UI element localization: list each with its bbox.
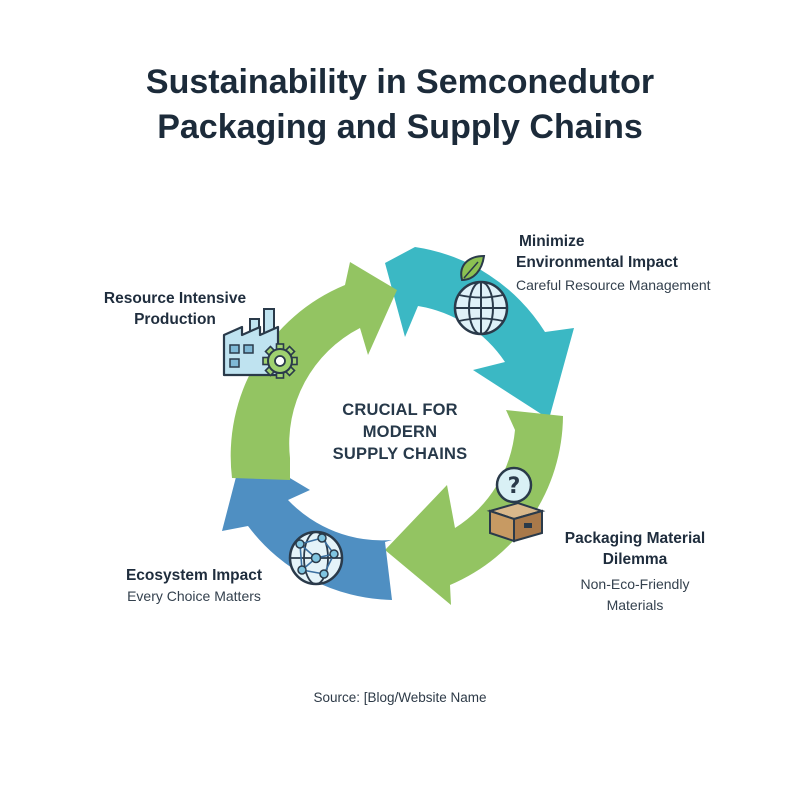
network-globe-icon xyxy=(288,530,344,586)
stage-heading: Minimize xyxy=(519,233,585,250)
stage-heading: Production xyxy=(134,311,216,328)
stage-subtitle: Careful Resource Management xyxy=(516,277,711,293)
center-line-2: MODERN xyxy=(362,423,438,441)
stage-heading: Packaging Material xyxy=(564,530,706,547)
stage-label-ecosystem-impact: Ecosystem Impact Every Choice Matters xyxy=(104,565,284,607)
center-label: CRUCIAL FOR MODERN SUPPLY CHAINS xyxy=(300,399,500,465)
globe-leaf-icon xyxy=(453,254,509,336)
title-line-2: Packaging and Supply Chains xyxy=(157,108,643,146)
stage-label-packaging-material-dilemma: Packaging Material Dilemma Non-Eco-Frien… xyxy=(545,528,725,616)
stage-heading: Dilemma xyxy=(602,551,668,568)
stage-label-minimize-environmental-impact: Minimize Environmental Impact Careful Re… xyxy=(516,231,711,296)
stage-subtitle: Every Choice Matters xyxy=(127,588,261,604)
stage-label-resource-intensive-production: Resource Intensive Production xyxy=(85,288,265,330)
title-line-1: Sustainability in Semconedutor xyxy=(145,63,655,101)
arrow-ecosystem-impact xyxy=(222,450,392,600)
arrow-packaging-material-dilemma xyxy=(385,410,563,605)
center-line-3: SUPPLY CHAINS xyxy=(332,445,468,463)
question-box-icon: ? xyxy=(486,466,546,543)
source-note: Source: [Blog/Website Name xyxy=(313,690,487,705)
stage-heading: Resource Intensive xyxy=(103,290,247,307)
stage-subtitle: Materials xyxy=(606,597,664,613)
page-title: Sustainability in Semconedutor Packaging… xyxy=(0,60,800,150)
stage-heading: Ecosystem Impact xyxy=(125,567,263,584)
svg-text:?: ? xyxy=(508,474,521,499)
arrow-resource-intensive-production xyxy=(230,262,397,480)
stage-subtitle: Non-Eco-Friendly xyxy=(580,576,690,592)
center-line-1: CRUCIAL FOR xyxy=(342,401,458,419)
stage-heading: Environmental Impact xyxy=(516,254,678,271)
factory-gear-icon xyxy=(222,308,298,379)
